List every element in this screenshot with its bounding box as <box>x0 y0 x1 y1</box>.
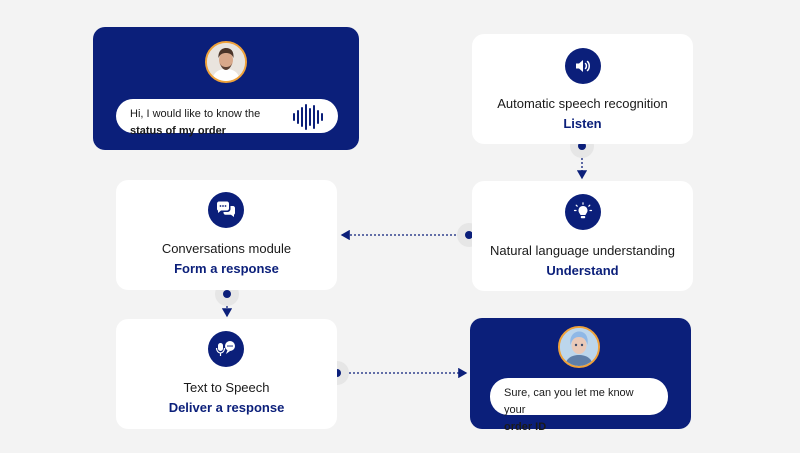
conversations-card: Conversations module Form a response <box>116 180 337 290</box>
conversations-subtitle: Form a response <box>174 261 279 276</box>
tts-subtitle: Deliver a response <box>168 400 285 415</box>
bot-message-line2: order ID <box>504 421 547 433</box>
user-speech-bubble: Hi, I would like to know the status of m… <box>116 99 338 137</box>
nlu-title: Natural language understanding <box>489 243 676 258</box>
user-message-card: Hi, I would like to know the status of m… <box>93 27 359 150</box>
user-message-line2: status of my order <box>130 125 226 137</box>
nlu-card: Natural language understanding Understan… <box>472 181 693 291</box>
connector-dot-conversations <box>223 290 231 298</box>
tts-card: Text to Speech Deliver a response <box>116 319 337 429</box>
chat-bubbles-icon <box>208 192 244 228</box>
lightbulb-icon <box>565 194 601 230</box>
user-message-line1: Hi, I would like to know the <box>130 108 261 120</box>
connector-dot-tts <box>333 369 341 377</box>
bot-avatar <box>558 326 600 368</box>
user-avatar <box>205 41 247 83</box>
voice-waveform-icon <box>293 104 323 130</box>
connector-dot-asr <box>578 142 586 150</box>
conversations-title: Conversations module <box>161 241 292 256</box>
nlu-subtitle: Understand <box>546 263 619 278</box>
connector-dot-nlu <box>465 231 473 239</box>
asr-subtitle: Listen <box>563 116 602 131</box>
voice-chat-icon <box>208 331 244 367</box>
asr-title: Automatic speech recognition <box>497 96 668 111</box>
asr-card: Automatic speech recognition Listen <box>472 34 693 144</box>
tts-title: Text to Speech <box>183 380 270 395</box>
bot-speech-bubble: Sure, can you let me know your order ID <box>490 378 668 433</box>
speaker-icon <box>565 48 601 84</box>
bot-message-line1: Sure, can you let me know your <box>504 387 634 416</box>
bot-response-card: Sure, can you let me know your order ID <box>470 318 691 433</box>
